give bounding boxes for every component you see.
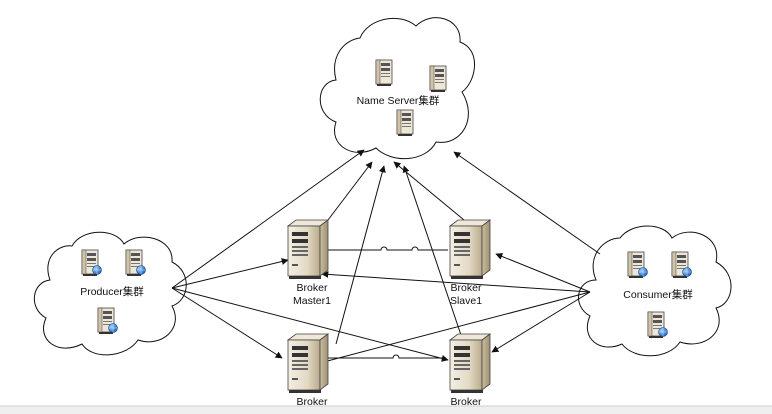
producer-label: Producer集群 [80, 285, 144, 298]
broker-master1-label-line1: Broker [297, 282, 328, 294]
broker-bottom-right: Broker [449, 333, 491, 408]
broker-slave1: Broker Slave1 [449, 219, 491, 307]
server-icon [375, 59, 393, 87]
broker-master1-label-line2: Master1 [293, 295, 331, 307]
server-icon [396, 109, 414, 137]
broker-bottom-right-label: Broker [451, 396, 482, 408]
broker-slave1-label-line2: Slave1 [450, 295, 482, 307]
bottom-border [0, 406, 772, 414]
edges [171, 149, 601, 366]
tower-server-icon [287, 219, 329, 280]
broker-slave1-label-line1: Broker [451, 282, 482, 294]
consumer-cloud [578, 225, 732, 357]
consumer-label: Consumer集群 [623, 288, 693, 301]
name-server-label: Name Server集群 [357, 94, 440, 107]
name-server-cloud [319, 17, 475, 160]
tower-server-icon [449, 219, 491, 280]
broker-bottom-left-label: Broker [297, 396, 328, 408]
producer-cloud [33, 231, 187, 356]
server-icon [429, 65, 447, 93]
tower-server-icon [287, 333, 329, 394]
broker-master1: Broker Master1 [287, 219, 331, 307]
tower-server-icon [449, 333, 491, 394]
broker-bottom-left: Broker [287, 333, 329, 408]
